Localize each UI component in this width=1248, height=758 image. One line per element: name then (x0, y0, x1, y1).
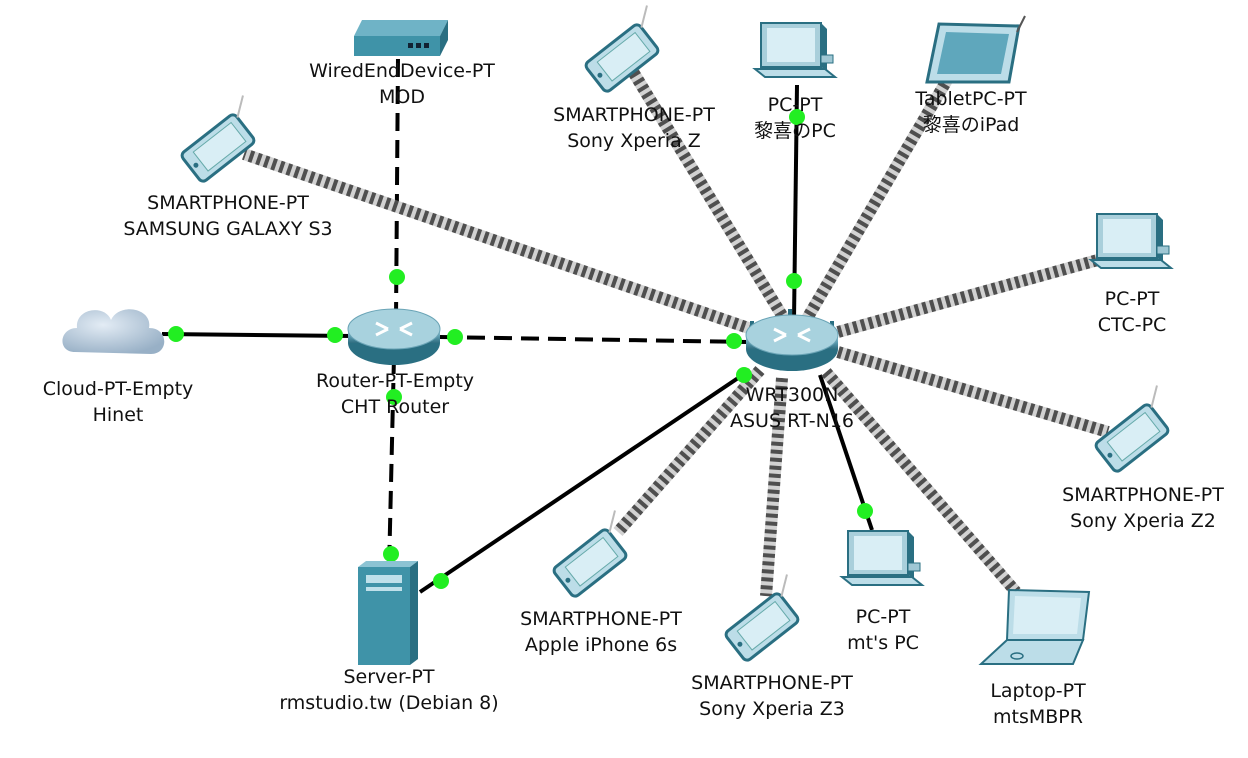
link-point (857, 503, 873, 519)
device-type-label: Laptop-PT (990, 680, 1086, 702)
wireless-link (821, 368, 1021, 596)
dashed-link (439, 335, 749, 344)
link-point (383, 546, 399, 562)
smartphone-icon[interactable] (547, 510, 642, 598)
device-label-laptop: Laptop-PT mtsMBPR (990, 678, 1085, 730)
laptop-icon[interactable] (978, 588, 1091, 665)
device-type-label: WRT300N (745, 384, 839, 406)
wireless-router-icon[interactable] (745, 309, 839, 371)
pc-icon[interactable] (752, 22, 838, 78)
device-label-mod: WiredEndDevice-PT MOD (309, 58, 495, 110)
link-point (447, 329, 463, 345)
smartphone-icon[interactable] (1089, 385, 1184, 473)
pc-icon[interactable] (839, 530, 925, 586)
solid-link (418, 368, 752, 594)
device-type-label: WiredEndDevice-PT (309, 60, 495, 82)
link-point (786, 273, 802, 289)
smartphone-icon[interactable] (719, 574, 814, 662)
link-point (433, 573, 449, 589)
device-name-label: Sony Xperia Z (567, 130, 701, 152)
device-type-label: SMARTPHONE-PT (553, 104, 715, 126)
device-label-xz3: SMARTPHONE-PT Sony Xperia Z3 (691, 670, 853, 722)
device-label-ctc: PC-PT CTC-PC (1098, 286, 1167, 338)
device-label-wrt: WRT300N ASUS RT-N16 (730, 382, 854, 434)
device-name-label: 黎喜のiPad (922, 114, 1020, 136)
wireless-link (613, 366, 765, 536)
cloud-icon[interactable] (62, 309, 165, 354)
device-name-label: mt's PC (847, 632, 919, 654)
link-point (789, 109, 805, 125)
device-label-s3: SMARTPHONE-PT SAMSUNG GALAXY S3 (123, 190, 332, 242)
device-name-label: Sony Xperia Z2 (1070, 510, 1216, 532)
wireless-link (760, 377, 788, 597)
device-type-label: SMARTPHONE-PT (147, 192, 309, 214)
device-name-label: SAMSUNG GALAXY S3 (123, 218, 333, 240)
device-label-ipad: TabletPC-PT 黎喜のiPad (915, 86, 1026, 138)
device-type-label: SMARTPHONE-PT (520, 608, 682, 630)
device-name-label: CTC-PC (1097, 314, 1167, 336)
device-type-label: Server-PT (343, 666, 435, 688)
links-layer (161, 55, 1110, 597)
link-point (386, 389, 402, 405)
wireless-link (242, 148, 762, 338)
device-type-label: TabletPC-PT (915, 88, 1027, 110)
device-label-mtpc: PC-PT mt's PC (847, 604, 919, 656)
device-name-label: Apple iPhone 6s (524, 634, 678, 656)
link-points-layer (168, 109, 873, 589)
device-label-iphone: SMARTPHONE-PT Apple iPhone 6s (520, 606, 682, 658)
wireless-link (626, 66, 792, 326)
router-icon[interactable] (347, 308, 441, 365)
wireless-link (836, 252, 1107, 338)
link-point (168, 326, 184, 342)
wireless-link (799, 71, 956, 326)
smartphone-icon[interactable] (579, 5, 674, 93)
device-type-label: PC-PT (855, 606, 911, 628)
link-point (327, 327, 343, 343)
device-type-label: PC-PT (767, 94, 823, 116)
device-label-pc1: PC-PT 黎喜のPC (754, 92, 836, 144)
device-type-label: Router-PT-Empty (315, 370, 475, 392)
device-name-label: MOD (379, 86, 425, 108)
device-name-label: Sony Xperia Z3 (699, 698, 845, 720)
server-icon[interactable] (358, 561, 418, 665)
device-label-server: Server-PT rmstudio.tw (Debian 8) (279, 664, 498, 716)
pc-icon[interactable] (1088, 213, 1174, 269)
link-point (389, 269, 405, 285)
device-name-label: 黎喜のPC (754, 120, 836, 142)
device-name-label: rmstudio.tw (Debian 8) (279, 692, 499, 714)
wireless-link (836, 346, 1110, 438)
solid-link (161, 332, 353, 338)
smartphone-icon[interactable] (175, 95, 270, 183)
nodes-layer (62, 5, 1184, 665)
link-point (736, 367, 752, 383)
device-type-label: SMARTPHONE-PT (691, 672, 853, 694)
device-name-label: Hinet (92, 404, 144, 426)
device-name-label: ASUS RT-N16 (730, 410, 854, 432)
device-name-label: mtsMBPR (993, 706, 1083, 728)
device-type-label: Cloud-PT-Empty (42, 378, 194, 400)
device-type-label: SMARTPHONE-PT (1062, 484, 1224, 506)
link-point (726, 333, 742, 349)
wired-end-device-icon[interactable] (354, 20, 448, 56)
device-type-label: PC-PT (1104, 288, 1160, 310)
device-label-xz: SMARTPHONE-PT Sony Xperia Z (553, 102, 715, 154)
tablet-icon[interactable] (925, 15, 1026, 84)
device-label-xz2: SMARTPHONE-PT Sony Xperia Z2 (1062, 482, 1224, 534)
device-name-label: CHT Router (340, 396, 450, 418)
